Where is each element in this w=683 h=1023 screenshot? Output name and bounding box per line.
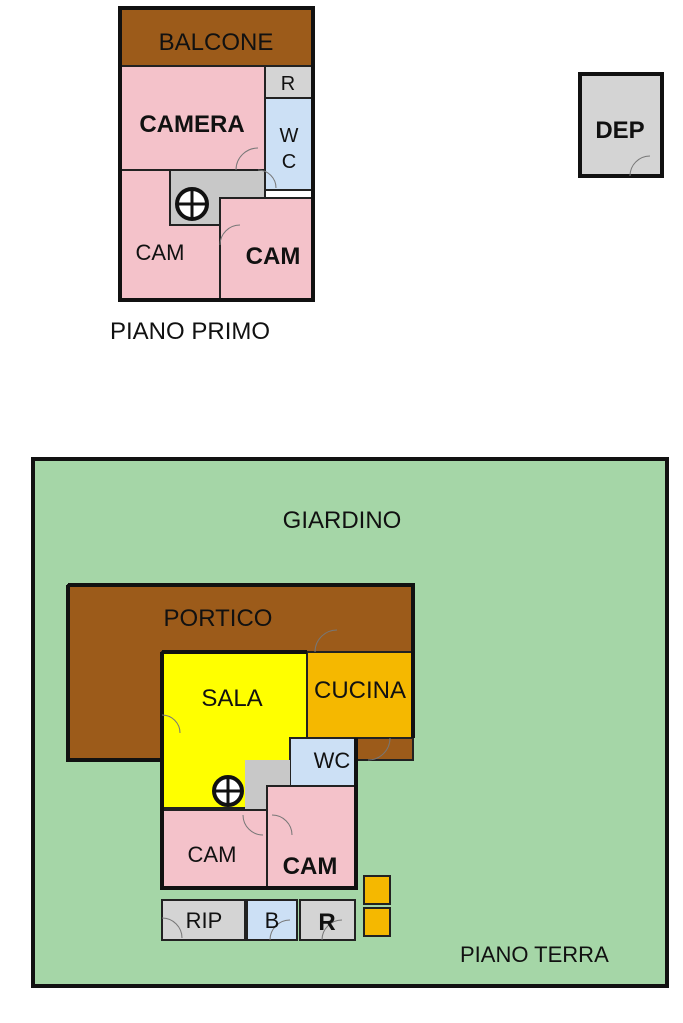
- ground-floor-r-label: R: [318, 909, 335, 936]
- door-swing-icon: [235, 147, 259, 171]
- cucina-room: [306, 651, 414, 739]
- first-floor-cam-right-label: CAM: [246, 243, 301, 270]
- cucina-label: CUCINA: [314, 677, 406, 704]
- first-floor-outline: [118, 6, 315, 302]
- portico-label: PORTICO: [164, 605, 273, 632]
- spiral-stair-icon: [175, 187, 209, 221]
- giardino-label: GIARDINO: [283, 507, 402, 534]
- sala-label: SALA: [201, 685, 262, 712]
- door-swing-icon: [367, 737, 391, 761]
- first-floor-wc-w-label: W: [280, 125, 299, 147]
- door-swing-icon: [271, 814, 293, 836]
- first-floor-r-label: R: [281, 73, 295, 95]
- balcone-room: [119, 7, 314, 67]
- rip-label: RIP: [186, 908, 223, 933]
- rip-room: [161, 899, 246, 941]
- door-swing-icon: [219, 224, 241, 246]
- spiral-stair-icon: [212, 775, 244, 807]
- ground-floor-plan: GIARDINO PORTICO SALA CUCINA WC CAM CAM …: [31, 457, 669, 988]
- ground-floor-cam-right-label: CAM: [283, 853, 338, 880]
- door-swing-icon: [257, 169, 277, 189]
- door-swing-icon: [242, 814, 264, 836]
- ground-floor-walls: [66, 583, 415, 890]
- door-swing-icon: [161, 714, 181, 734]
- technical-box: [363, 907, 391, 937]
- ground-floor-cam-right-room: [266, 785, 357, 889]
- door-swing-icon: [161, 917, 183, 939]
- dep-room: [578, 72, 664, 178]
- camera-label: CAMERA: [139, 111, 244, 138]
- technical-box: [363, 875, 391, 905]
- door-swing-icon: [629, 155, 651, 177]
- ground-floor-r-room: [299, 899, 356, 941]
- ground-floor-caption: PIANO TERRA: [460, 942, 609, 967]
- first-floor-cam-left-label: CAM: [136, 240, 185, 265]
- ground-floor-wc-room: [289, 737, 357, 787]
- door-swing-icon: [321, 919, 343, 941]
- ground-floor-wc-label: WC: [314, 748, 351, 773]
- first-floor-wc-c-label: C: [282, 151, 296, 173]
- door-swing-icon: [314, 629, 338, 653]
- dep-label: DEP: [595, 117, 644, 144]
- ground-floor-cam-left-label: CAM: [188, 842, 237, 867]
- balcone-label: BALCONE: [159, 29, 274, 56]
- storage-plan: DEP: [578, 72, 664, 178]
- ground-floor-cam-left-room: [161, 809, 268, 889]
- door-swing-icon: [269, 919, 291, 941]
- camera-room: [119, 65, 266, 171]
- first-floor-plan: BALCONE CAMERA R W C CAM CAM: [118, 6, 315, 302]
- b-label: B: [265, 908, 280, 933]
- first-floor-caption: PIANO PRIMO: [110, 318, 271, 345]
